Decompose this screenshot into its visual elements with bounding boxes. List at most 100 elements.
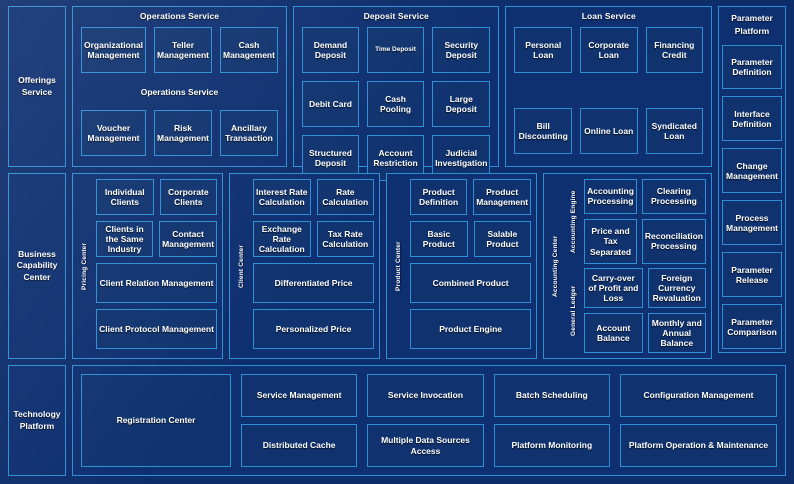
leaf-corporate-clients[interactable]: Corporate Clients (159, 179, 218, 215)
leaf-tax-rate-calculation[interactable]: Tax Rate Calculation (316, 221, 375, 257)
technology-platform-group[interactable]: Registration Center Service Management D… (72, 365, 786, 476)
rail-offerings-service-label: Offerings Service (18, 75, 56, 97)
technology-column-2: Service Invocation Multiple Data Sources… (367, 374, 484, 467)
group-product-center[interactable]: Product Center Product Definition Produc… (386, 173, 538, 359)
leaf-clients-in-the-same-industry[interactable]: Clients in the Same Industry (96, 221, 154, 257)
leaf-rate-calculation[interactable]: Rate Calculation (316, 179, 375, 215)
group-pricing-center[interactable]: Pricing Center Individual Clients Corpor… (72, 173, 224, 359)
leaf-online-loan[interactable]: Online Loan (579, 108, 638, 154)
leaf-ancillary-transaction[interactable]: Ancillary Transaction (220, 110, 278, 156)
loan-service-items: Personal Loan Corporate Loan Financing C… (514, 23, 704, 158)
leaf-carry-over-of-profit-and-loss[interactable]: Carry-over of Profit and Loss (584, 268, 643, 308)
leaf-financing-credit[interactable]: Financing Credit (645, 27, 704, 73)
leaf-multiple-data-sources-access[interactable]: Multiple Data Sources Access (367, 424, 484, 467)
rail-business-capability-center[interactable]: Business Capability Center (8, 173, 66, 359)
leaf-teller-management[interactable]: Teller Management (154, 27, 212, 73)
pricing-center-duo-2: Clients in the Same Industry Contact Man… (96, 221, 218, 257)
leaf-time-deposit[interactable]: Time Deposit (367, 27, 425, 73)
rail-offerings-service[interactable]: Offerings Service (8, 6, 66, 167)
leaf-reconciliation-processing[interactable]: Reconciliation Processing (641, 218, 706, 264)
parameter-platform-column[interactable]: Parameter Platform Parameter Definition … (718, 6, 786, 353)
group-pricing-center-label: Pricing Center (81, 242, 88, 290)
accounting-center-subgroups: Accounting Engine Accounting Processing … (567, 179, 706, 353)
technology-column-1: Service Management Distributed Cache (241, 374, 358, 467)
leaf-organizational-management[interactable]: Organizational Management (81, 27, 147, 73)
leaf-salable-product[interactable]: Salable Product (473, 221, 532, 257)
leaf-account-balance[interactable]: Account Balance (584, 313, 643, 353)
parameter-platform-title-line2: Platform (734, 25, 770, 36)
group-operations-service-title: Operations Service (139, 11, 220, 21)
group-deposit-service[interactable]: Deposit Service Demand Deposit Time Depo… (292, 6, 500, 181)
leaf-demand-deposit[interactable]: Demand Deposit (301, 27, 359, 73)
leaf-combined-product[interactable]: Combined Product (410, 263, 532, 303)
leaf-corporate-loan[interactable]: Corporate Loan (579, 27, 638, 73)
leaf-configuration-management[interactable]: Configuration Management (619, 374, 778, 417)
client-center-duo-1: Interest Rate Calculation Rate Calculati… (253, 179, 375, 215)
leaf-registration-center[interactable]: Registration Center (81, 374, 231, 467)
leaf-service-invocation[interactable]: Service Invocation (367, 374, 484, 417)
leaf-accounting-processing[interactable]: Accounting Processing (584, 179, 637, 214)
leaf-clearing-processing[interactable]: Clearing Processing (641, 179, 706, 214)
leaf-personal-loan[interactable]: Personal Loan (514, 27, 572, 73)
leaf-differentiated-price[interactable]: Differentiated Price (253, 263, 375, 303)
leaf-debit-card[interactable]: Debit Card (301, 81, 359, 127)
leaf-foreign-currency-revaluation[interactable]: Foreign Currency Revaluation (647, 268, 706, 308)
leaf-interface-definition[interactable]: Interface Definition (722, 96, 782, 142)
subgroup-general-ledger-label: General Ledger (570, 285, 578, 336)
leaf-platform-operation-and-maintenance[interactable]: Platform Operation & Maintenance (619, 424, 778, 467)
leaf-monthly-and-annual-balance[interactable]: Monthly and Annual Balance (647, 313, 706, 353)
leaf-contact-management[interactable]: Contact Management (159, 221, 218, 257)
leaf-distributed-cache[interactable]: Distributed Cache (241, 424, 358, 467)
pricing-center-duo-1: Individual Clients Corporate Clients (96, 179, 218, 215)
leaf-basic-product[interactable]: Basic Product (410, 221, 468, 257)
parameter-platform-title-line1: Parameter (731, 13, 773, 23)
client-center-items: Interest Rate Calculation Rate Calculati… (253, 179, 375, 353)
group-client-center[interactable]: Client Center Interest Rate Calculation … (229, 173, 381, 359)
group-operations-service[interactable]: Operations Service Organizational Manage… (72, 6, 287, 167)
subgroup-accounting-engine: Accounting Engine Accounting Processing … (567, 179, 706, 264)
leaf-security-deposit[interactable]: Security Deposit (432, 27, 491, 73)
group-client-center-label: Client Center (238, 244, 246, 288)
leaf-cash-management[interactable]: Cash Management (220, 27, 278, 73)
leaf-batch-scheduling[interactable]: Batch Scheduling (493, 374, 610, 417)
subgroup-accounting-engine-label: Accounting Engine (570, 190, 578, 253)
group-loan-service[interactable]: Loan Service Personal Loan Corporate Loa… (505, 6, 713, 167)
leaf-individual-clients[interactable]: Individual Clients (96, 179, 154, 215)
leaf-voucher-management[interactable]: Voucher Management (81, 110, 147, 156)
general-ledger-items: Carry-over of Profit and Loss Foreign Cu… (584, 268, 706, 353)
leaf-product-definition[interactable]: Product Definition (410, 179, 468, 215)
group-product-center-label: Product Center (395, 241, 403, 291)
leaf-bill-discounting[interactable]: Bill Discounting (514, 108, 572, 154)
subgroup-general-ledger: General Ledger Carry-over of Profit and … (567, 268, 706, 353)
rail-technology-platform-label: Technology Platform (13, 409, 61, 431)
leaf-platform-monitoring[interactable]: Platform Monitoring (493, 424, 610, 467)
leaf-parameter-definition[interactable]: Parameter Definition (722, 44, 782, 90)
technology-column-4: Configuration Management Platform Operat… (619, 374, 778, 467)
leaf-product-management[interactable]: Product Management (473, 179, 532, 215)
leaf-client-relation-management[interactable]: Client Relation Management (96, 263, 218, 303)
leaf-parameter-comparison[interactable]: Parameter Comparison (722, 304, 782, 350)
rail-business-capability-center-label: Business Capability Center (16, 249, 58, 282)
business-capability-center-row: Business Capability Center Pricing Cente… (8, 173, 786, 359)
offerings-service-row: Offerings Service Operations Service Org… (8, 6, 786, 181)
leaf-risk-management[interactable]: Risk Management (154, 110, 212, 156)
leaf-interest-rate-calculation[interactable]: Interest Rate Calculation (253, 179, 311, 215)
group-accounting-center[interactable]: Accounting Center Accounting Engine Acco… (543, 173, 712, 359)
leaf-process-management[interactable]: Process Management (722, 200, 782, 246)
deposit-service-items: Demand Deposit Time Deposit Security Dep… (301, 23, 491, 181)
rail-technology-platform[interactable]: Technology Platform (8, 365, 66, 476)
leaf-price-and-tax-separated[interactable]: Price and Tax Separated (584, 218, 637, 264)
leaf-personalized-price[interactable]: Personalized Price (253, 309, 375, 349)
leaf-service-management[interactable]: Service Management (241, 374, 358, 417)
client-center-duo-2: Exchange Rate Calculation Tax Rate Calcu… (253, 221, 375, 257)
leaf-large-deposit[interactable]: Large Deposit (432, 81, 491, 127)
leaf-cash-pooling[interactable]: Cash Pooling (367, 81, 425, 127)
leaf-parameter-release[interactable]: Parameter Release (722, 252, 782, 298)
leaf-product-engine[interactable]: Product Engine (410, 309, 532, 349)
leaf-change-management[interactable]: Change Management (722, 148, 782, 194)
leaf-exchange-rate-calculation[interactable]: Exchange Rate Calculation (253, 221, 311, 257)
leaf-client-protocol-management[interactable]: Client Protocol Management (96, 309, 218, 349)
product-center-items: Product Definition Product Management Ba… (410, 179, 532, 353)
operations-service-items: Organizational Management Teller Managem… (81, 23, 278, 158)
leaf-syndicated-loan[interactable]: Syndicated Loan (645, 108, 704, 154)
